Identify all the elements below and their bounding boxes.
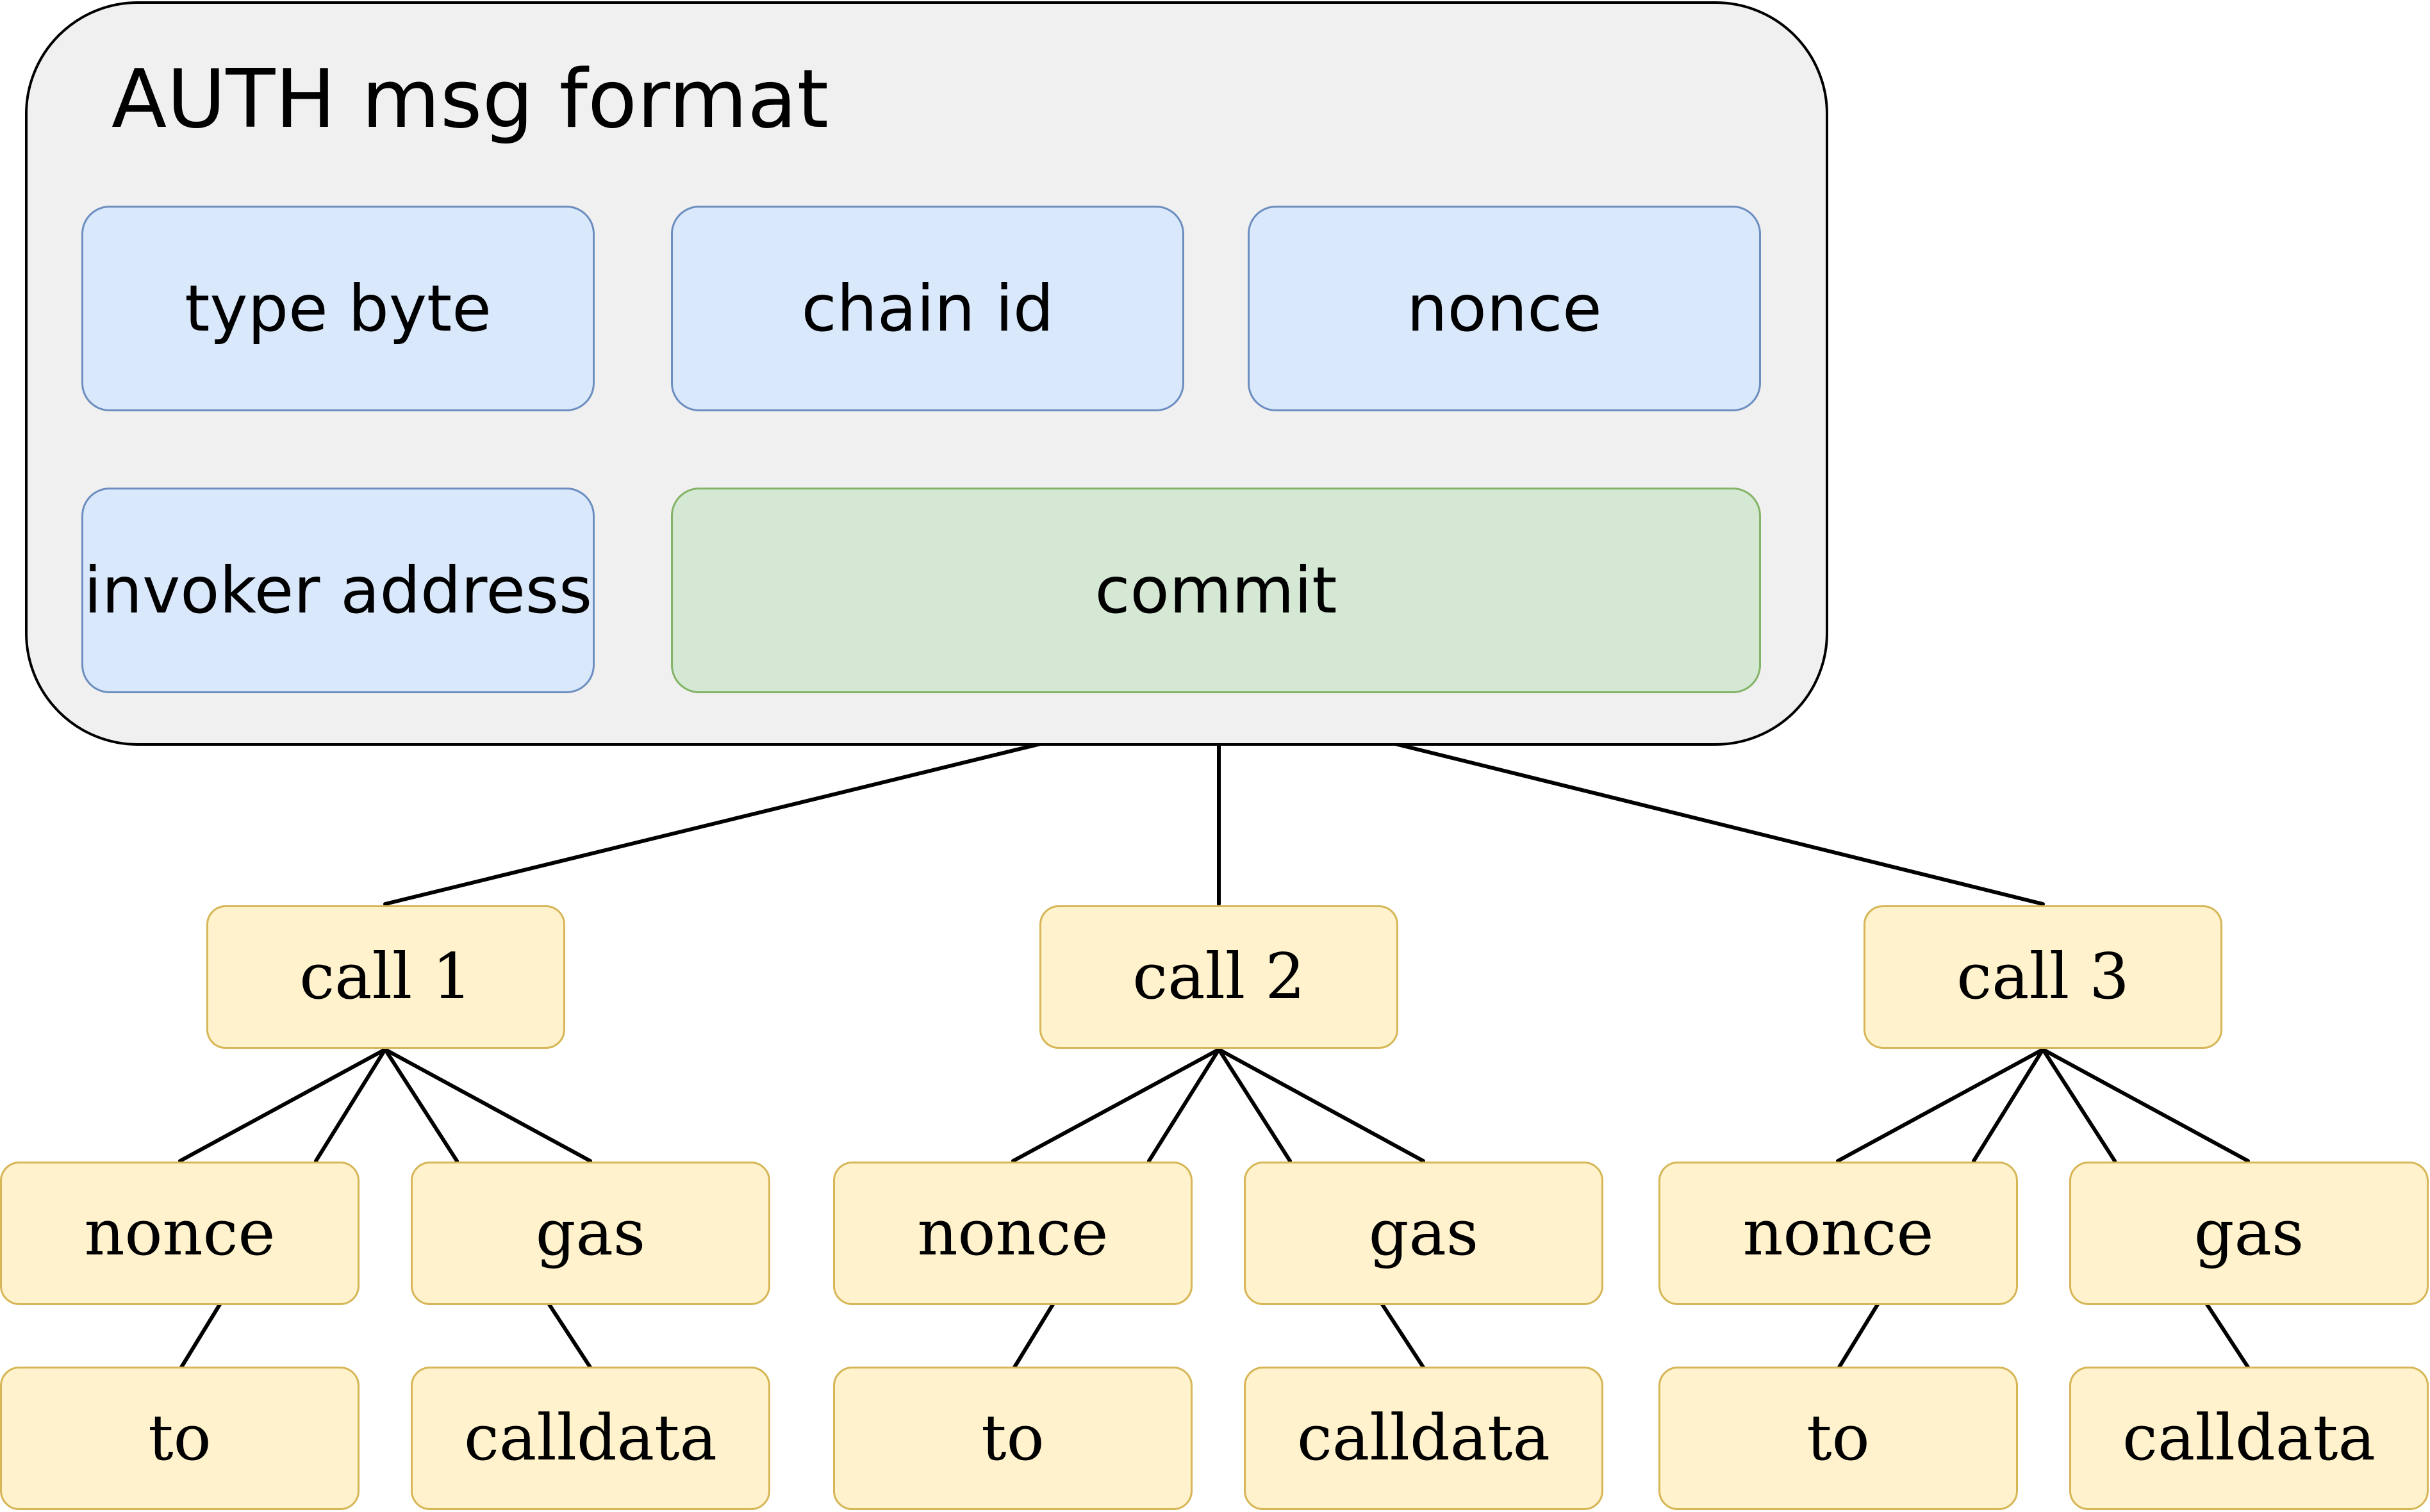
edge-call-3-gas-calldata [2205,1302,2250,1369]
call-to-node: to [0,1367,360,1510]
field-invoker-address: invoker address [81,488,595,693]
edge-call-2-to [1147,1048,1221,1163]
edge-call-2-gas-calldata [1380,1302,1425,1369]
call-nonce-node: nonce [0,1162,360,1305]
edge-call-1-nonce-to [179,1302,222,1369]
edge-call-3-nonce [1836,1048,2045,1163]
call-nonce-node: nonce [1658,1162,2018,1305]
call-calldata-node: calldata [1244,1367,1603,1510]
field-type-byte: type byte [81,206,595,411]
call-node: call 1 [206,905,565,1049]
call-gas-node: gas [2069,1162,2429,1305]
call-node: call 3 [1864,905,2222,1049]
edge-call-1-gas [383,1048,592,1163]
call-gas-node: gas [1244,1162,1603,1305]
call-calldata-node: calldata [2069,1367,2429,1510]
field-nonce: nonce [1248,206,1761,411]
edge-call-2-gas [1217,1048,1425,1163]
edge-call-3-to [1972,1048,2045,1163]
field-chain-id: chain id [671,206,1184,411]
edge-call-2-nonce-to [1012,1302,1055,1369]
call-nonce-node: nonce [833,1162,1193,1305]
container-title: AUTH msg format [112,52,829,146]
edge-call-1-gas-calldata [547,1302,592,1369]
call-to-node: to [833,1367,1193,1510]
call-calldata-node: calldata [411,1367,770,1510]
edge-call-1-nonce [178,1048,387,1163]
call-gas-node: gas [411,1162,770,1305]
edge-call-1-to [314,1048,387,1163]
edge-call-3-nonce-to [1837,1302,1880,1369]
call-to-node: to [1658,1367,2018,1510]
edge-call-2-calldata [1217,1048,1292,1163]
edge-call-2-nonce [1011,1048,1221,1163]
field-commit: commit [671,488,1761,693]
edge-call-3-gas [2041,1048,2250,1163]
edge-call-3-calldata [2041,1048,2117,1163]
edge-call-1-calldata [383,1048,459,1163]
call-node: call 2 [1039,905,1398,1049]
